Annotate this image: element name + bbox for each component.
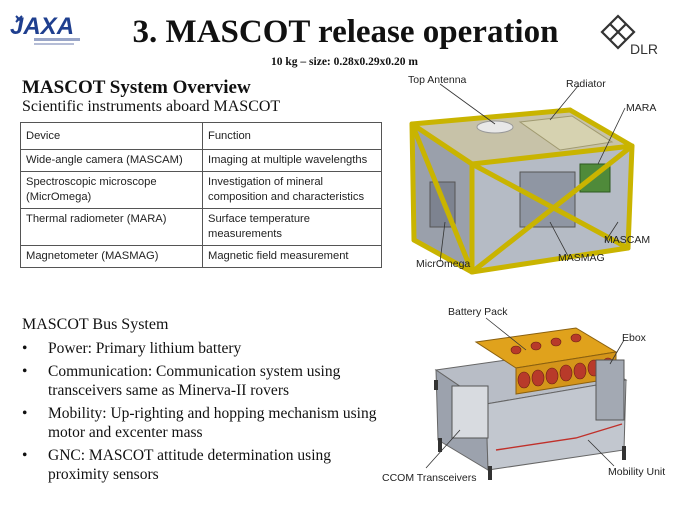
list-item-label: GNC: MASCOT attitude determination using… — [48, 447, 332, 483]
list-item: • GNC: MASCOT attitude determination usin… — [20, 446, 390, 484]
overview-heading: MASCOT System Overview — [22, 77, 251, 98]
table-cell-function: Investigation of mineral composition and… — [202, 171, 382, 209]
table-cell-function: Magnetic field measurement — [202, 245, 382, 268]
table-row: Wide-angle camera (MASCAM) Imaging at mu… — [20, 149, 382, 172]
table-cell-device: Magnetometer (MASMAG) — [20, 245, 203, 268]
table-header-row: Device Function — [20, 122, 382, 150]
jaxa-logo: JAXA — [6, 8, 88, 56]
callout-ccom-transceivers: CCOM Transceivers — [382, 472, 477, 484]
callout-mobility-unit: Mobility Unit — [608, 466, 666, 478]
list-item-label: Mobility: Up-righting and hopping mechan… — [48, 405, 377, 441]
table-header-device: Device — [20, 122, 203, 150]
callout-masmag: MASMAG — [558, 252, 605, 264]
bullet-icon: • — [22, 363, 28, 380]
bullet-icon: • — [22, 405, 28, 422]
list-item: • Mobility: Up-righting and hopping mecha… — [20, 404, 390, 442]
table-cell-device: Wide-angle camera (MASCAM) — [20, 149, 203, 172]
dlr-logo: DLR — [600, 8, 670, 58]
table-header-function: Function — [202, 122, 382, 150]
bus-list: • Power: Primary lithium battery • Communi… — [20, 339, 390, 488]
mascot-lander-figure: Top Antenna Radiator MARA MASCAM MicrOme… — [400, 72, 685, 294]
list-item-label: Communication: Communication system usin… — [48, 363, 341, 399]
table-row: Thermal radiometer (MARA) Surface temper… — [20, 208, 382, 246]
callout-mascam: MASCAM — [604, 234, 651, 246]
slide-subtitle: 10 kg – size: 0.28x0.29x0.20 m — [271, 56, 418, 68]
overview-subheading: Scientific instruments aboard MASCOT — [22, 98, 281, 115]
bullet-icon: • — [22, 447, 28, 464]
callout-ebox: Ebox — [622, 332, 646, 344]
mascot-bus-figure: Battery Pack Ebox CCOM Transceivers Mobi… — [376, 300, 689, 510]
instruments-table: Device Function Wide-angle camera (MASCA… — [20, 122, 382, 268]
table-cell-function: Surface temperature measurements — [202, 208, 382, 246]
slide-title: 3. MASCOT release operation — [132, 14, 559, 50]
table-row: Magnetometer (MASMAG) Magnetic field mea… — [20, 245, 382, 268]
callout-micromega: MicrOmega — [416, 258, 471, 270]
callout-top-antenna: Top Antenna — [408, 74, 467, 86]
table-cell-function: Imaging at multiple wavelengths — [202, 149, 382, 172]
bus-heading: MASCOT Bus System — [22, 316, 169, 333]
table-cell-device: Thermal radiometer (MARA) — [20, 208, 203, 246]
svg-text:DLR: DLR — [630, 41, 658, 57]
bullet-icon: • — [22, 340, 28, 357]
list-item: • Communication: Communication system usi… — [20, 362, 390, 400]
list-item-label: Power: Primary lithium battery — [48, 340, 242, 357]
table-cell-device: Spectroscopic microscope (MicrOmega) — [20, 171, 203, 209]
callout-mara: MARA — [626, 102, 657, 114]
list-item: • Power: Primary lithium battery — [20, 339, 390, 358]
table-row: Spectroscopic microscope (MicrOmega) Inv… — [20, 171, 382, 209]
callout-radiator: Radiator — [566, 78, 606, 90]
callout-battery-pack: Battery Pack — [448, 306, 508, 318]
